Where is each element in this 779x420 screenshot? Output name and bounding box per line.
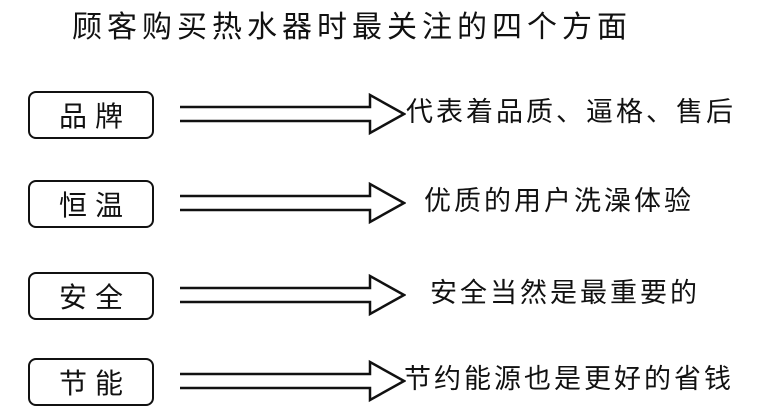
aspect-description: 代表着品质、逼格、售后 — [406, 97, 736, 128]
aspect-description: 安全当然是最重要的 — [430, 278, 700, 309]
aspect-row-constant-temperature: 恒温 优质的用户洗澡体验 — [0, 180, 779, 234]
aspect-label-box: 安全 — [28, 272, 154, 320]
aspect-label-box: 节能 — [28, 358, 154, 406]
double-arrow-icon — [180, 181, 406, 225]
aspect-row-energy-saving: 节能 节约能源也是更好的省钱 — [0, 358, 779, 412]
double-arrow-icon — [180, 273, 406, 317]
diagram-title: 顾客购买热水器时最关注的四个方面 — [72, 10, 632, 45]
aspect-row-brand: 品牌 代表着品质、逼格、售后 — [0, 91, 779, 145]
aspect-description: 优质的用户洗澡体验 — [424, 186, 694, 217]
aspect-description: 节约能源也是更好的省钱 — [404, 364, 734, 395]
double-arrow-icon — [180, 92, 406, 136]
aspect-row-safety: 安全 安全当然是最重要的 — [0, 272, 779, 326]
aspect-label-box: 恒温 — [28, 180, 154, 228]
double-arrow-icon — [180, 359, 406, 403]
aspect-label-box: 品牌 — [28, 91, 154, 139]
